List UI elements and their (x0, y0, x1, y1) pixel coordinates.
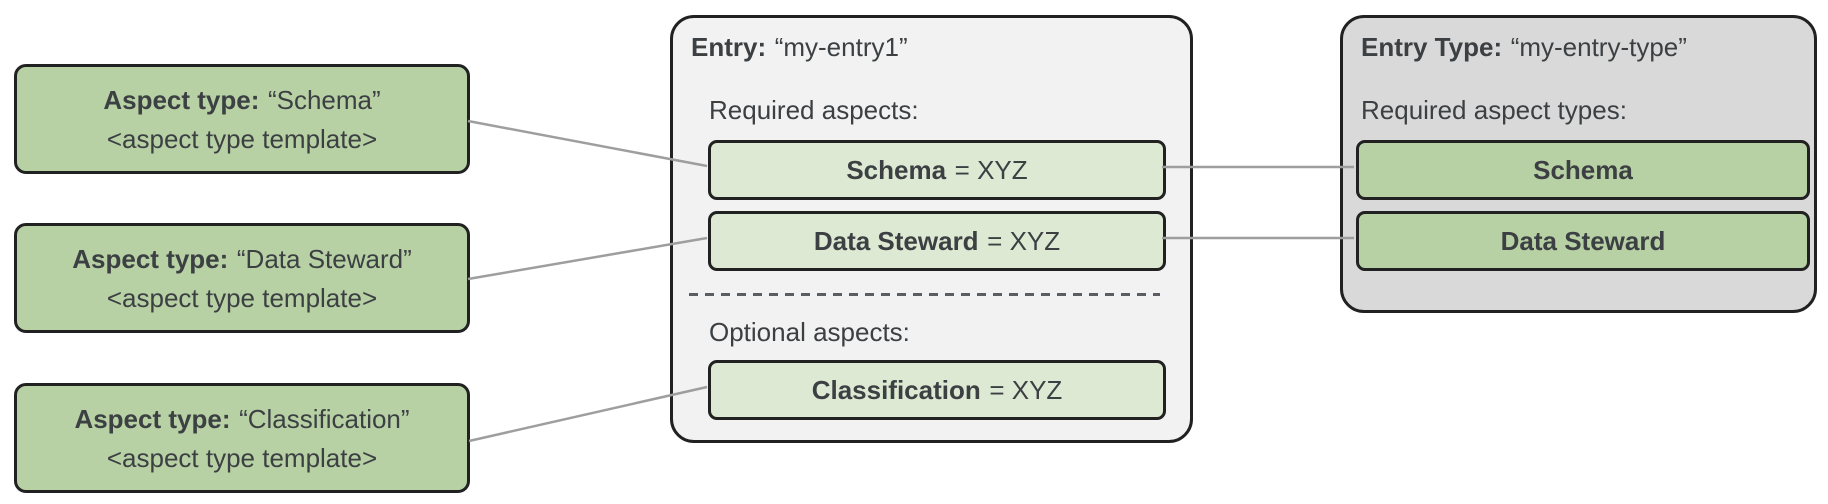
optional-aspects-heading: Optional aspects: (709, 317, 910, 347)
aspect-type-title: Aspect type: “Classification” (74, 406, 409, 432)
aspect-type-box-schema: Aspect type:“Schema” <aspect type templa… (14, 64, 470, 174)
aspect-type-name: “Schema” (267, 84, 381, 115)
aspect-type-chip-data-steward: Data Steward (1356, 211, 1810, 271)
aspect-type-template: <aspect type template> (106, 123, 378, 154)
aspect-type-box-classification: Aspect type: “Classification” <aspect typ… (14, 383, 470, 493)
entry-type-panel: Entry Type:“my-entry-type” Required aspe… (1340, 15, 1817, 313)
aspect-type-title: Aspect type:“Schema” (103, 87, 380, 113)
aspect-chip-schema: Schema= XYZ (708, 140, 1166, 200)
aspect-type-label: Aspect type: (103, 84, 260, 115)
aspect-type-template: <aspect type template> (106, 282, 378, 313)
entry-title-value: “my-entry1” (774, 32, 908, 62)
aspect-chip-value: = XYZ (954, 154, 1028, 185)
entry-panel: Entry:“my-entry1” Required aspects: Sche… (670, 15, 1193, 443)
aspect-type-title: Aspect type:“Data Steward” (72, 246, 411, 272)
aspect-type-label: Aspect type: (74, 403, 231, 434)
aspect-chip-name: Schema (846, 154, 947, 185)
entry-title-label: Entry: (691, 32, 767, 62)
aspect-type-name: “Data Steward” (236, 243, 412, 274)
aspect-type-label: Aspect type: (72, 243, 229, 274)
entry-title: Entry:“my-entry1” (691, 32, 908, 63)
entry-type-title-label: Entry Type: (1361, 32, 1503, 62)
aspect-chip-name: Classification (811, 374, 981, 405)
aspect-type-chip-name: Data Steward (1500, 225, 1666, 256)
aspect-type-box-data-steward: Aspect type:“Data Steward” <aspect type … (14, 223, 470, 333)
aspect-type-name: “Classification” (239, 403, 410, 434)
aspect-type-template: <aspect type template> (106, 442, 378, 473)
entry-type-title-value: “my-entry-type” (1510, 32, 1687, 62)
aspect-chip-value: = XYZ (989, 374, 1063, 405)
required-aspect-types-heading: Required aspect types: (1361, 95, 1627, 125)
dashed-divider (689, 293, 1160, 296)
aspect-chip-data-steward: Data Steward = XYZ (708, 211, 1166, 271)
aspect-type-chip-name: Schema (1533, 154, 1633, 185)
aspect-chip-classification: Classification = XYZ (708, 360, 1166, 420)
aspect-chip-value: = XYZ (987, 225, 1061, 256)
entry-type-title: Entry Type:“my-entry-type” (1361, 32, 1687, 63)
aspect-chip-name: Data Steward (813, 225, 979, 256)
required-aspects-heading: Required aspects: (709, 95, 919, 125)
aspect-type-chip-schema: Schema (1356, 140, 1810, 200)
